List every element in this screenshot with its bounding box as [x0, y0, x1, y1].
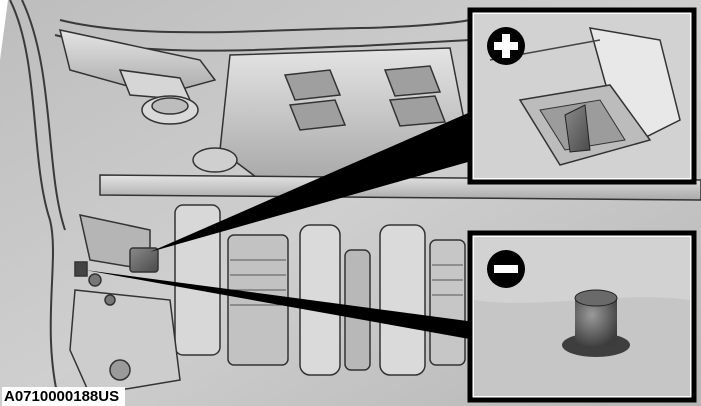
positive-terminal-callout	[470, 10, 694, 182]
minus-icon	[487, 250, 525, 288]
plus-icon	[487, 27, 525, 65]
negative-terminal-callout	[470, 233, 694, 400]
figure-id-label: A0710000188US	[2, 387, 125, 406]
